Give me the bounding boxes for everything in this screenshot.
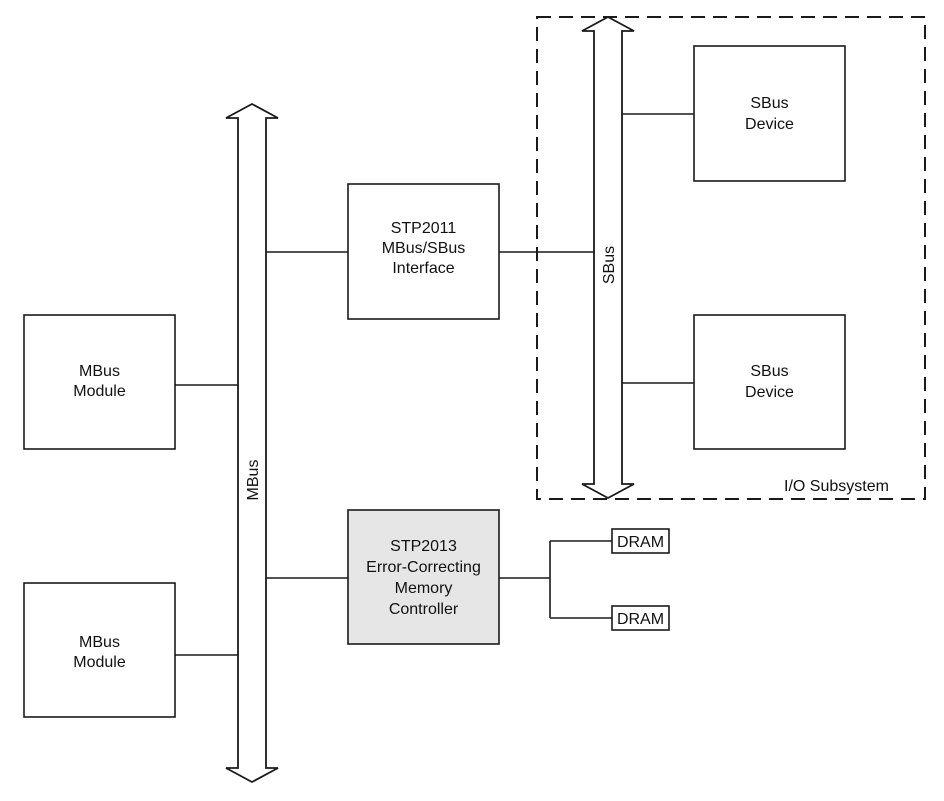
mbus-module-bottom: MBus Module xyxy=(23,582,176,718)
stp2011-line3: Interface xyxy=(392,260,454,277)
mbus-module-bottom-line1: MBus xyxy=(79,634,120,651)
sbus-label: SBus xyxy=(601,246,618,284)
mbus-module-top-line1: MBus xyxy=(79,363,120,380)
stp2013-line4: Controller xyxy=(389,601,459,618)
sbus-device-bottom: SBus Device xyxy=(693,314,846,450)
mbus-arrow xyxy=(225,102,279,784)
stp2013-line3: Memory xyxy=(395,580,453,597)
stp2013-line1: STP2013 xyxy=(390,538,457,555)
dram-bottom-label: DRAM xyxy=(617,611,664,628)
mbus-label: MBus xyxy=(245,460,262,501)
sbus-device-bottom-line1: SBus xyxy=(750,363,788,380)
sbus-device-top-line1: SBus xyxy=(750,95,788,112)
io-subsystem-label: I/O Subsystem xyxy=(784,478,889,495)
mbus-module-top-line2: Module xyxy=(73,383,126,400)
sbus-device-top: SBus Device xyxy=(693,45,846,182)
mbus-module-top: MBus Module xyxy=(23,314,176,450)
sbus-device-top-line2: Device xyxy=(745,116,794,133)
mbus-module-bottom-line2: Module xyxy=(73,654,126,671)
sbus-device-bottom-line2: Device xyxy=(745,384,794,401)
stp2011-line2: MBus/SBus xyxy=(382,240,466,257)
stp2011-line1: STP2011 xyxy=(391,220,457,237)
stp2011-box: STP2011 MBus/SBus Interface xyxy=(347,183,500,320)
dram-top: DRAM xyxy=(611,528,670,554)
dram-bottom: DRAM xyxy=(611,605,670,631)
sbus-arrow xyxy=(581,15,635,500)
stp2013-box: STP2013 Error-Correcting Memory Controll… xyxy=(347,509,500,645)
io-subsystem-boundary xyxy=(536,16,926,500)
stp2013-line2: Error-Correcting xyxy=(366,559,481,576)
dram-top-label: DRAM xyxy=(617,534,664,551)
